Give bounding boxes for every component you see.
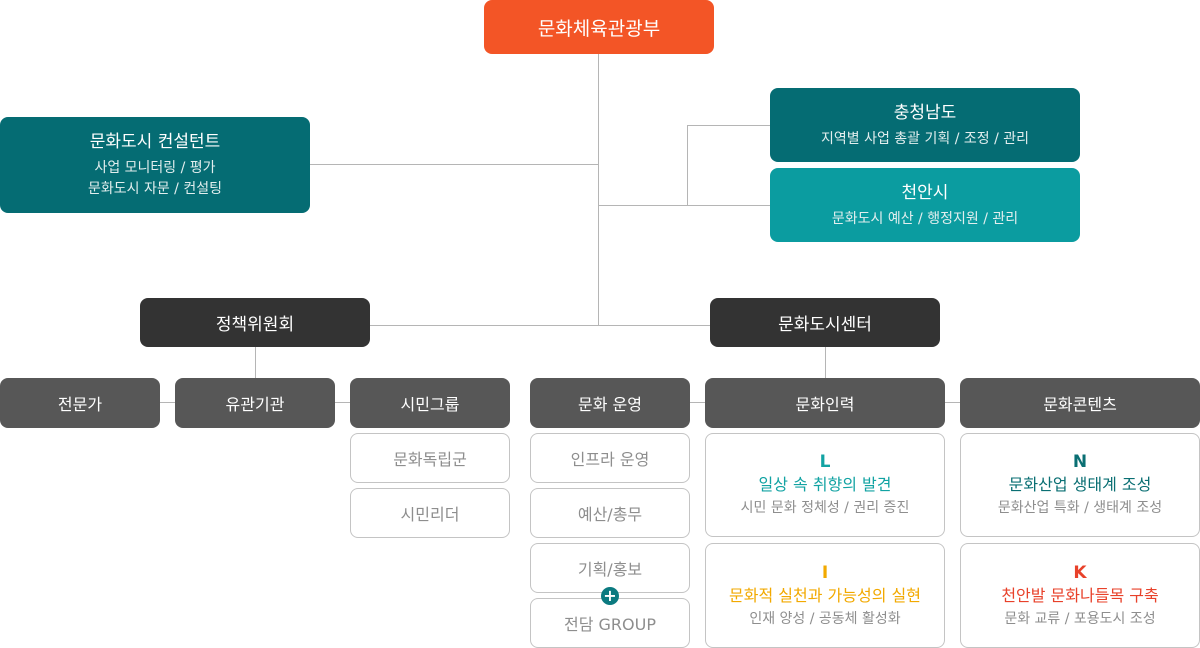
dept-human-resources: 문화인력 [705,378,945,428]
program-card-k: K 천안발 문화나들목 구축 문화 교류 / 포용도시 조성 [960,543,1200,648]
citizen-sub-item: 문화독립군 [350,433,510,483]
connector-line [255,347,256,378]
ops-sub-label: 전담 GROUP [564,615,656,634]
dept-operations: 문화 운영 [530,378,690,428]
connector-line [687,125,770,126]
plus-icon: + [601,587,619,605]
program-card-i: I 문화적 실천과 가능성의 실현 인재 양성 / 공동체 활성화 [705,543,945,648]
ministry-label: 문화체육관광부 [537,17,661,40]
consultant-node: 문화도시 컨설턴트 사업 모니터링 / 평가 문화도시 자문 / 컨설팅 [0,117,310,213]
connector-line [687,125,688,206]
member-citizen-group: 시민그룹 [350,378,510,428]
program-letter: N [1072,452,1088,472]
ops-sub-item: 기획/홍보 [530,543,690,593]
dept-label: 문화인력 [795,395,855,414]
connector-line [598,54,599,326]
program-desc: 문화산업 특화 / 생태계 조성 [997,500,1163,516]
connector-line [160,402,175,403]
policy-committee-node: 정책위원회 [140,298,370,347]
member-label: 시민그룹 [400,395,460,414]
dept-label: 문화콘텐츠 [1043,395,1117,414]
ops-sub-item: 전담 GROUP [530,598,690,648]
ops-sub-label: 예산/총무 [577,505,643,524]
member-institutions: 유관기관 [175,378,335,428]
citizen-sub-item: 시민리더 [350,488,510,538]
program-letter: I [821,562,829,583]
consultant-line2: 문화도시 자문 / 컨설팅 [88,181,222,197]
city-desc: 문화도시 예산 / 행정지원 / 관리 [831,210,1019,227]
program-card-n: N 문화산업 생태계 조성 문화산업 특화 / 생태계 조성 [960,433,1200,537]
member-label: 유관기관 [225,395,285,414]
province-node: 충청남도 지역별 사업 총괄 기획 / 조정 / 관리 [770,88,1080,162]
citizen-sub-label: 시민리더 [400,505,460,524]
ops-sub-item: 인프라 운영 [530,433,690,483]
program-letter: K [1073,562,1087,583]
dept-contents: 문화콘텐츠 [960,378,1200,428]
ops-sub-label: 인프라 운영 [570,450,650,469]
program-title: 문화산업 생태계 조성 [1008,475,1152,494]
connector-line [335,402,350,403]
connector-line [599,205,687,206]
connector-line [370,325,710,326]
program-desc: 인재 양성 / 공동체 활성화 [749,610,901,627]
dept-label: 문화 운영 [578,395,642,414]
member-experts: 전문가 [0,378,160,428]
ops-sub-label: 기획/홍보 [577,560,643,579]
culture-center-label: 문화도시센터 [778,315,872,335]
consultant-line1: 사업 모니터링 / 평가 [94,160,216,176]
connector-line [310,164,599,165]
connector-line [690,402,705,403]
province-title: 충청남도 [893,102,957,123]
program-title: 문화적 실천과 가능성의 실현 [729,585,921,605]
program-desc: 시민 문화 정체성 / 권리 증진 [740,500,910,516]
connector-line [825,347,826,378]
program-title: 천안발 문화나들목 구축 [1001,585,1159,605]
member-label: 전문가 [57,395,103,414]
connector-line [687,205,770,206]
connector-line [945,402,960,403]
culture-center-node: 문화도시센터 [710,298,940,347]
program-letter: L [819,452,831,472]
consultant-title: 문화도시 컨설턴트 [89,132,221,152]
city-node: 천안시 문화도시 예산 / 행정지원 / 관리 [770,168,1080,242]
program-card-l: L 일상 속 취향의 발견 시민 문화 정체성 / 권리 증진 [705,433,945,537]
ministry-node: 문화체육관광부 [484,0,714,54]
province-desc: 지역별 사업 총괄 기획 / 조정 / 관리 [820,130,1030,147]
ops-sub-item: 예산/총무 [530,488,690,538]
program-desc: 문화 교류 / 포용도시 조성 [1004,610,1156,627]
city-title: 천안시 [901,182,949,203]
citizen-sub-label: 문화독립군 [393,450,467,469]
program-title: 일상 속 취향의 발견 [758,475,892,494]
policy-committee-label: 정책위원회 [215,315,295,335]
